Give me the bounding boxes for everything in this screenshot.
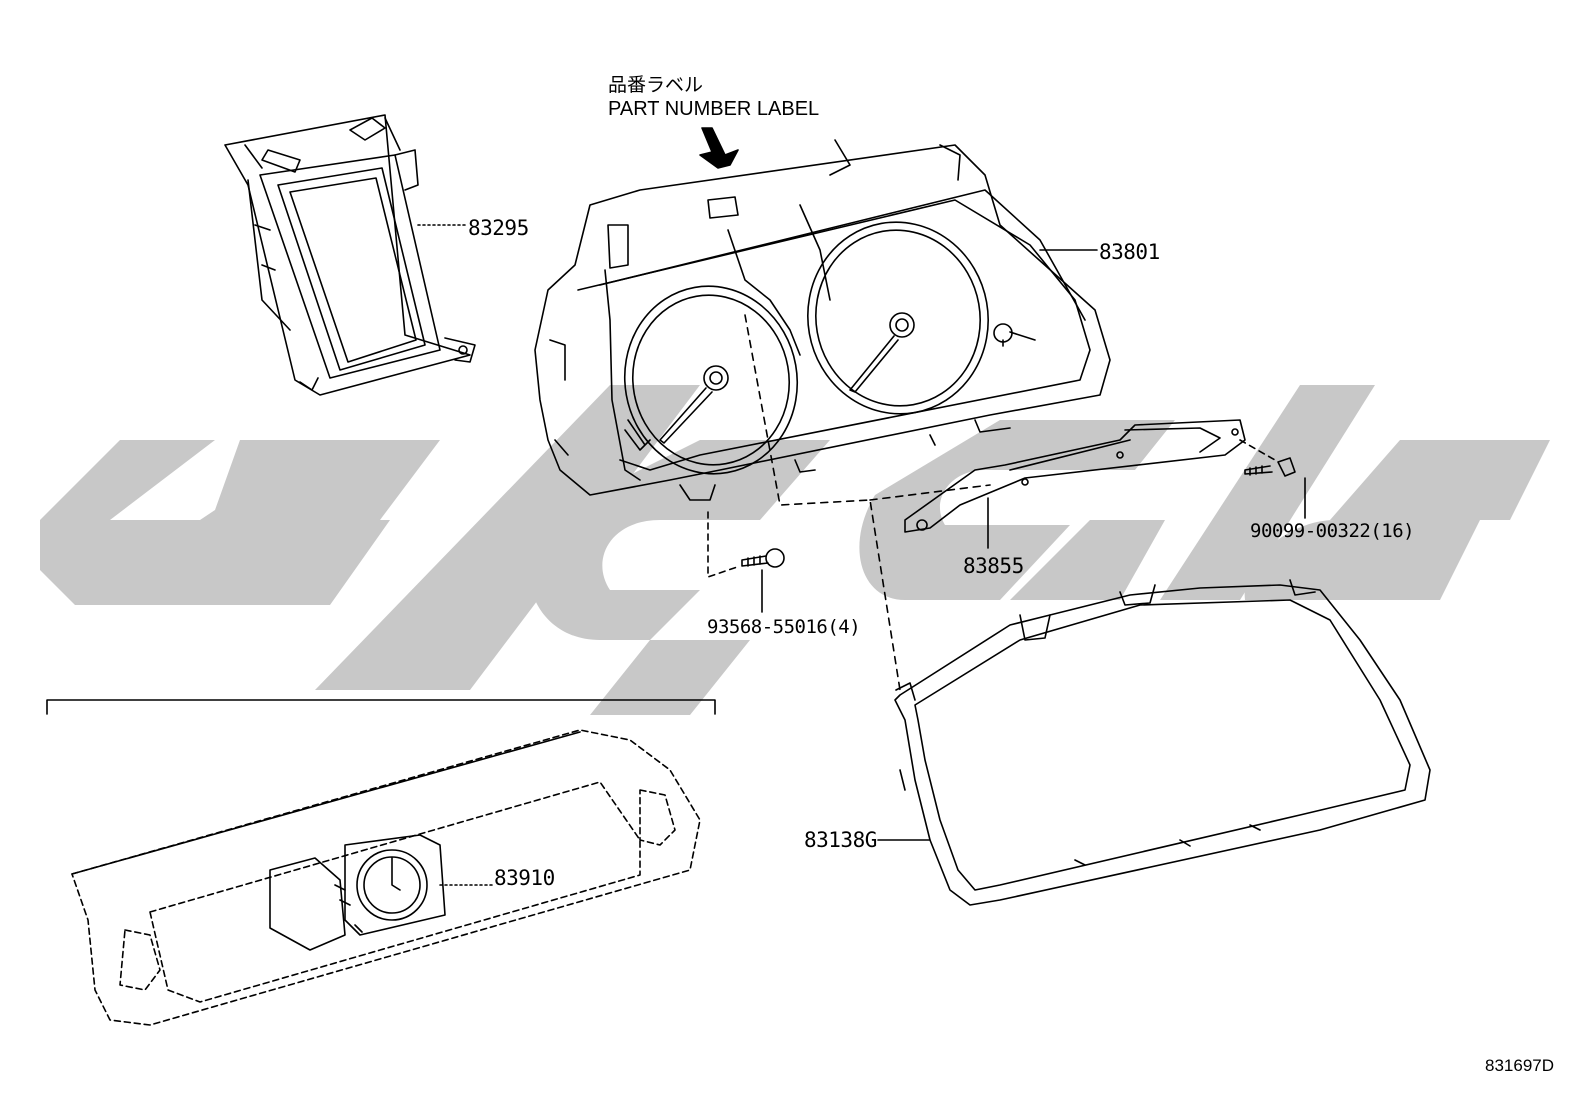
dashboard-top-edge — [71, 731, 581, 875]
dash-assembly-lines — [744, 314, 991, 691]
part-90099-screw-icon[interactable] — [1244, 457, 1296, 477]
part-number-label-en: PART NUMBER LABEL — [608, 98, 820, 120]
callout-83801[interactable]: 83801 — [1099, 240, 1160, 264]
callout-83910[interactable]: 83910 — [494, 866, 555, 890]
figure-id: 831697D — [1485, 1056, 1555, 1075]
part-83910-clock[interactable] — [269, 834, 446, 951]
callout-83295[interactable]: 83295 — [468, 216, 529, 240]
callout-93568-55016[interactable]: 93568-55016(4) — [707, 616, 861, 638]
callout-83138g[interactable]: 83138G — [804, 828, 877, 852]
dash-93568 — [707, 511, 741, 578]
watermark-logo — [40, 385, 1550, 715]
part-number-label-jp: 品番ラベル — [608, 74, 704, 96]
part-number-arrow-icon — [699, 127, 739, 169]
part-93568-screw-icon[interactable] — [741, 548, 785, 568]
callout-83855[interactable]: 83855 — [963, 554, 1024, 578]
callout-90099-00322[interactable]: 90099-00322(16) — [1250, 520, 1415, 542]
part-83295-display[interactable] — [224, 114, 476, 396]
part-83138g-meter-glass[interactable] — [894, 579, 1431, 906]
inset-frame — [46, 699, 716, 715]
dashboard-panel — [71, 729, 701, 1026]
part-83801-combination-meter[interactable] — [534, 139, 1111, 501]
dash-90099-to-bracket — [1239, 439, 1276, 461]
part-83855-bracket[interactable] — [904, 419, 1246, 533]
